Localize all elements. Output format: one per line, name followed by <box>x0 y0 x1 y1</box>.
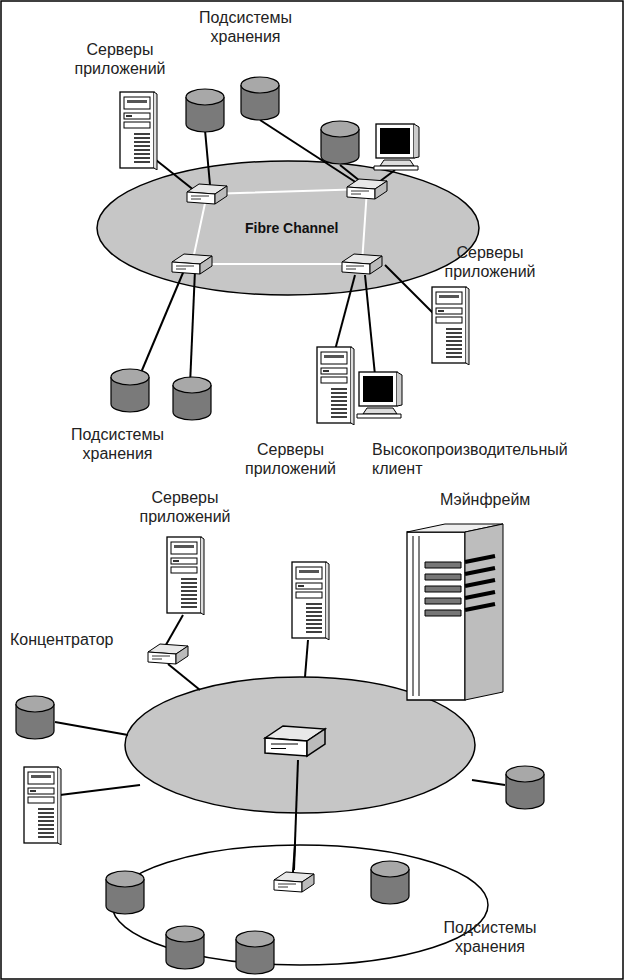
device-label: Серверы приложений <box>425 243 555 281</box>
device-label: Серверы приложений <box>228 440 353 478</box>
device-label: Концентратор <box>10 630 142 649</box>
network-title: Fibre Channel <box>243 220 340 236</box>
device-label: Серверы приложений <box>60 40 180 78</box>
device-label: Подсистемы хранения <box>420 918 560 956</box>
device-label: Серверы приложений <box>125 488 245 526</box>
device-label: Подсистемы хранения <box>50 425 185 463</box>
fibre-channel-ellipse: Fibre Channel <box>96 160 480 296</box>
device-label: Высокопроизводительный клиент <box>372 440 584 478</box>
device-label: Мэйнфрейм <box>440 490 580 509</box>
device-label: Подсистемы хранения <box>178 8 313 46</box>
